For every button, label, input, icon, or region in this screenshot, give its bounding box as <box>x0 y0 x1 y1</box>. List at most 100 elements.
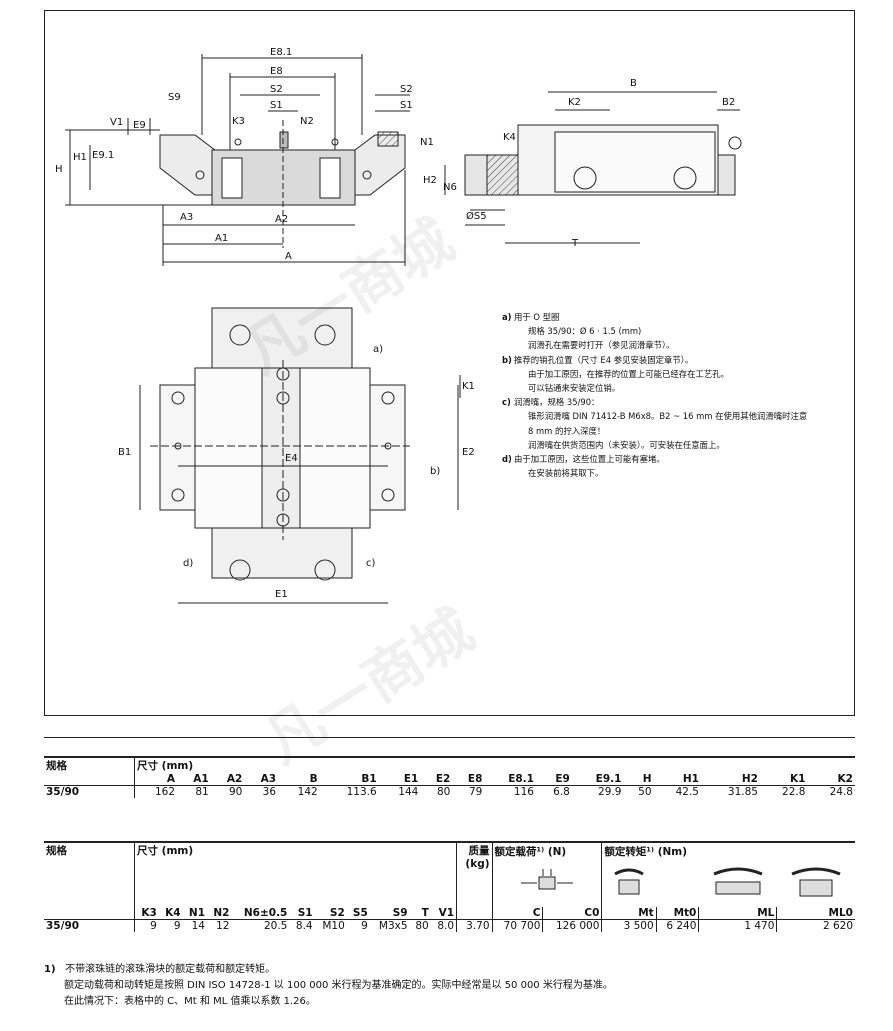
t1-value-2: 90 <box>228 786 243 798</box>
t2-torque-3: 2 620 <box>776 919 855 932</box>
t2-header-10: V1 <box>438 907 455 919</box>
label-note-a: a) <box>373 344 383 355</box>
t1-value-12: 50 <box>638 786 652 798</box>
drawing-labels: E8.1 E8 S2 S1 S2 S1 S9 V1 E9 K3 N2 N1 H … <box>55 47 735 600</box>
note-b-line: 由于加工原因，在推荐的位置上可能已经存在工艺孔。 <box>528 368 729 379</box>
note-b-key: b) <box>502 354 512 365</box>
note-c-line: 8 mm 的拧入深度！ <box>528 425 606 436</box>
note-c-line: 润滑嘴在供货范围内（未安装）。可安装在任意面上。 <box>528 439 725 450</box>
note-d-line: 在安装前将其取下。 <box>528 468 604 479</box>
label-h: H <box>55 164 63 175</box>
t1-header-2: A2 <box>226 773 243 785</box>
t2-value-2: 14 <box>191 920 205 932</box>
load-header: 额定载荷¹⁾ (N) <box>491 842 602 859</box>
note-c-line: 锥形润滑嘴 DIN 71412-B M6x8。B2 ~ 16 mm 在使用其他润… <box>528 411 808 422</box>
label-h2: H2 <box>423 175 437 186</box>
label-t: T <box>571 238 579 249</box>
note-a-line: 规格 35/90：Ø 6 · 1.5 (mm) <box>528 326 642 337</box>
t2-mass-header <box>456 907 493 920</box>
label-e4: E4 <box>285 453 298 464</box>
size-value: 35/90 <box>46 786 80 798</box>
label-e2: E2 <box>462 447 475 458</box>
t1-header-11: E9.1 <box>595 773 622 785</box>
label-e91: E9.1 <box>92 150 114 161</box>
note-d-line: 由于加工原因，这些位置上可能有塞堵。 <box>514 454 665 465</box>
label-s9: S9 <box>168 92 181 103</box>
t2-value-6: M10 <box>322 920 345 932</box>
label-s1-right: S1 <box>400 100 413 111</box>
t2-value-0: 9 <box>133 919 159 932</box>
note-a-key: a) <box>502 312 512 322</box>
label-s1: S1 <box>270 100 283 111</box>
mass-header: 质量(kg) <box>456 842 493 907</box>
label-a2: A2 <box>275 214 288 225</box>
t2-torque-0: 3 500 <box>601 919 657 932</box>
dim-header-2: 尺寸 (mm) <box>133 842 457 907</box>
t2-value-3: 12 <box>216 920 230 932</box>
label-e9: E9 <box>133 120 146 131</box>
t1-value-9: 116 <box>513 786 534 798</box>
t1-value-16: 24.8 <box>829 786 853 798</box>
note-a-line: 润滑孔在需要时打开（参见润滑章节）。 <box>528 340 675 351</box>
t1-value-7: 80 <box>436 786 451 798</box>
label-k4: K4 <box>503 132 516 143</box>
t2-load-header-1: C0 <box>542 907 602 920</box>
top-view <box>139 307 461 604</box>
label-k1: K1 <box>462 381 475 392</box>
t1-value-10: 6.8 <box>553 786 570 798</box>
t2-value-4: 20.5 <box>263 920 288 932</box>
t2-mass: 3.70 <box>456 919 493 932</box>
t2-header-6: S2 <box>329 907 345 919</box>
label-b: B <box>630 78 637 89</box>
t1-header-1: A1 <box>193 773 209 785</box>
t1-header-10: E9 <box>555 773 570 785</box>
technical-drawing: E8.1 E8 S2 S1 S2 S1 S9 V1 E9 K3 N2 N1 H … <box>55 47 742 604</box>
label-e8: E8 <box>270 66 283 77</box>
t1-header-13: H1 <box>682 773 699 785</box>
label-note-d: d) <box>183 558 193 569</box>
t2-value-5: 8.4 <box>295 920 313 932</box>
t2-header-5: S1 <box>297 907 313 919</box>
t1-header-5: B1 <box>361 773 377 785</box>
footnote-line: 额定动载荷和动转矩是按照 DIN ISO 14728-1 以 100 000 米… <box>64 980 613 991</box>
footnote-line: 不带滚珠链的滚珠滑块的额定载荷和额定转矩。 <box>65 964 276 975</box>
size-header-2: 规格 <box>46 845 67 857</box>
t2-value-8: M3x5 <box>378 920 408 932</box>
t1-header-16: K2 <box>837 773 853 785</box>
label-a: A <box>285 251 292 262</box>
t1-value-5: 113.6 <box>346 786 377 798</box>
t1-value-15: 22.8 <box>782 786 806 798</box>
label-s2-right: S2 <box>400 84 413 95</box>
note-b-line: 推荐的销孔位置（尺寸 E4 参见安装固定章节）。 <box>514 354 694 365</box>
label-a1: A1 <box>215 233 228 244</box>
t1-header-7: E2 <box>435 773 451 785</box>
t1-header-14: H2 <box>741 773 758 785</box>
t2-torque-header-0: Mt <box>601 907 657 920</box>
t1-header-12: H <box>642 773 652 785</box>
note-b-line: 可以钻通来安装定位销。 <box>528 383 621 394</box>
t1-header-8: E8 <box>467 773 483 785</box>
t1-value-1: 81 <box>195 786 209 798</box>
note-a-line: 用于 O 型圈 <box>514 312 560 322</box>
label-b1: B1 <box>118 447 131 458</box>
footnote: 1) 不带滚珠链的滚珠滑块的额定载荷和额定转矩。 额定动载荷和动转矩是按照 DI… <box>44 962 864 1010</box>
dimension-table-2: 规格 尺寸 (mm) 质量(kg) 额定载荷¹⁾ (N) 额定转矩¹⁾ (Nm)… <box>44 841 855 932</box>
footnote-mark: 1) <box>44 964 56 975</box>
label-note-b: b) <box>430 466 440 477</box>
footnote-line: 在此情况下：表格中的 C、Mt 和 ML 值乘以系数 1.26。 <box>64 996 316 1007</box>
t2-value-9: 80 <box>415 920 429 932</box>
t1-value-3: 36 <box>262 786 277 798</box>
note-d-key: d) <box>502 454 512 465</box>
t1-header-0: A <box>134 773 178 786</box>
t2-value-1: 9 <box>173 920 181 932</box>
t1-header-3: A3 <box>260 773 277 785</box>
t2-header-2: N1 <box>188 907 205 919</box>
label-v1: V1 <box>110 117 123 128</box>
t1-header-15: K1 <box>789 773 806 785</box>
dim-header: 尺寸 (mm) <box>134 757 855 773</box>
t1-header-6: E1 <box>403 773 419 785</box>
t2-torque-header-2: ML <box>698 907 777 920</box>
size-header: 规格 <box>46 760 67 772</box>
t1-value-4: 142 <box>297 786 318 798</box>
